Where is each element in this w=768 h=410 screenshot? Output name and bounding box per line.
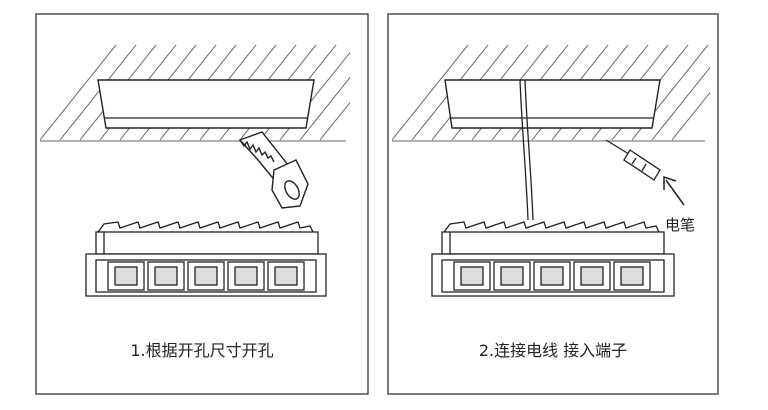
panel-1-ceiling-cutout (97, 79, 315, 129)
panel-2-ceiling-cutout (444, 79, 661, 129)
panel-2 (387, 13, 719, 395)
panel-1-downlight-fixture (85, 221, 327, 297)
hand-saw-icon (238, 131, 309, 209)
panel-1-frame (35, 13, 369, 395)
power-wire (519, 79, 534, 221)
tester-callout-label: 电笔 (665, 216, 696, 234)
step-1-caption: 1.根据开孔尺寸开孔 (130, 341, 274, 360)
step-2-caption: 2.连接电线 接入端子 (478, 341, 628, 360)
screwdriver-tester-icon (605, 139, 661, 181)
panel-2-frame (387, 13, 719, 395)
panel-2-downlight-fixture (431, 221, 675, 297)
panel-1 (35, 13, 369, 395)
arrow-icon (663, 175, 685, 206)
